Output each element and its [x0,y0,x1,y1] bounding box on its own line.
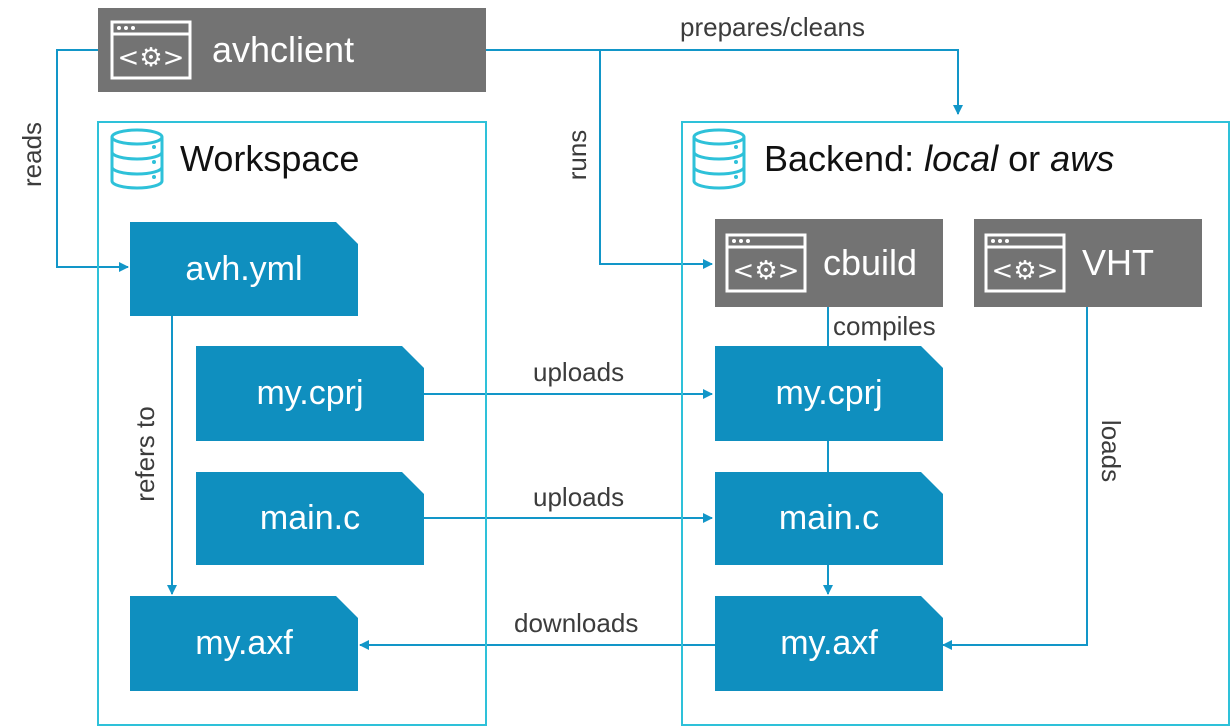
edge-label-compiles: compiles [833,311,936,341]
database-icon [692,128,746,190]
file-my-axf-backend: my.axf [715,596,943,691]
backend-title: Backend: local or aws [690,128,1114,190]
backend-label-local: local [924,138,999,179]
vht-node: <⚙> VHT [974,219,1202,307]
edge-label-uploads-cprj: uploads [533,357,625,387]
database-icon [110,128,164,190]
file-my-cprj-backend: my.cprj [715,346,943,441]
edge-label-prepares: prepares/cleans [680,12,865,42]
app-window-icon: <⚙> [725,233,807,293]
workspace-label: Workspace [180,138,360,179]
edge-label-reads: reads [17,121,47,187]
backend-frame [681,121,1230,726]
edge-reads-line [56,49,129,272]
app-window-icon: <⚙> [984,233,1066,293]
cbuild-node: <⚙> cbuild [715,219,943,307]
file-my-axf-workspace: my.axf [130,596,358,691]
edge-label-runs: runs [562,129,592,181]
file-main-c-workspace: main.c [196,472,424,565]
edge-label-loads: loads [1096,419,1126,483]
file-my-cprj-workspace: my.cprj [196,346,424,441]
avhclient-label: avhclient [212,29,355,70]
vht-label: VHT [1082,242,1154,283]
edge-label-downloads: downloads [514,608,639,638]
edge-loads-line [942,307,1088,650]
svg-text:<⚙>: <⚙> [118,43,185,73]
file-avh-yml: avh.yml [130,222,358,316]
edge-prepares-line [486,49,963,115]
edge-label-uploads-main: uploads [533,482,625,512]
file-main-c-backend: main.c [715,472,943,565]
backend-label-aws: aws [1050,138,1115,179]
workspace-title: Workspace [108,128,359,190]
svg-text:<⚙>: <⚙> [992,256,1059,286]
cbuild-label: cbuild [823,242,918,283]
avhclient-node: <⚙> avhclient [98,8,486,92]
svg-text:<⚙>: <⚙> [733,256,800,286]
workspace-frame [97,121,487,726]
edge-runs-line [599,50,713,269]
edge-label-refers-to: refers to [130,406,160,502]
backend-label-prefix: Backend: [764,138,925,179]
backend-label-or: or [998,138,1051,179]
app-window-icon: <⚙> [110,20,192,80]
